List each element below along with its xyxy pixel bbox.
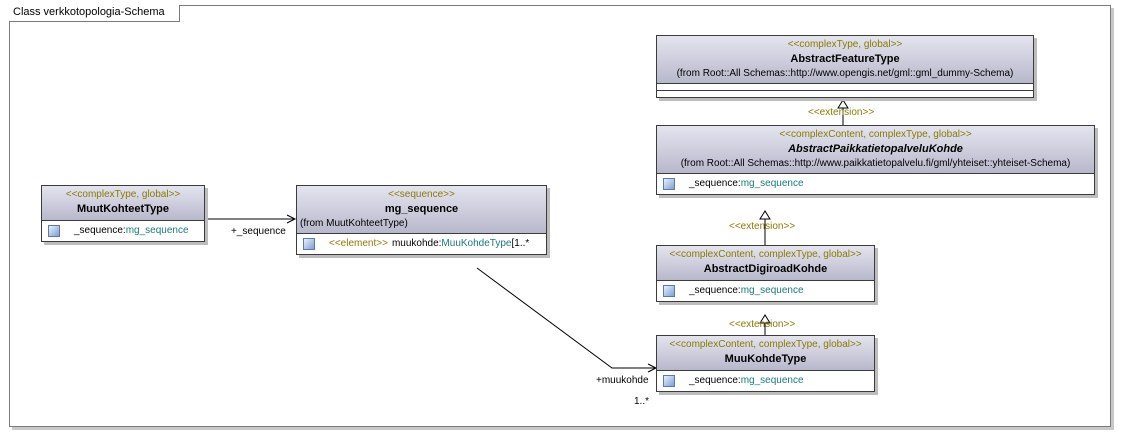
stereotype-label: <<complexContent, complexType, global>>	[669, 339, 862, 350]
attribute-compartment: _sequence:mg_sequence	[657, 371, 874, 391]
class-abstractfeaturetype[interactable]: <<complexType, global>> AbstractFeatureT…	[656, 35, 1034, 98]
stereotype-label: <<complexType, global>>	[65, 189, 181, 200]
attribute-icon	[663, 178, 675, 190]
attribute-icon	[303, 238, 315, 250]
class-header: <<complexContent, complexType, global>> …	[657, 246, 874, 281]
attribute-name: _sequence:	[689, 375, 741, 386]
element-type: MuuKohdeType	[441, 238, 512, 249]
empty-compartment	[657, 84, 1033, 91]
from-package-label: (from Root::All Schemas::http://www.open…	[676, 68, 1014, 79]
from-package-label: (from MuutKohteetType)	[300, 218, 408, 229]
class-abstractdigiroadkohde[interactable]: <<complexContent, complexType, global>> …	[656, 245, 875, 302]
attribute-type: mg_sequence	[740, 178, 804, 189]
class-header: <<complexType, global>> AbstractFeatureT…	[657, 36, 1033, 84]
class-header: <<sequence>> mg_sequence (from MuutKohte…	[297, 186, 546, 234]
stereotype-label: <<complexContent, complexType, global>>	[779, 129, 972, 140]
attribute-name: _sequence:	[689, 178, 741, 189]
element-multiplicity: [1..*	[511, 238, 530, 249]
class-header: <<complexContent, complexType, global>> …	[657, 336, 874, 371]
attribute-compartment: _sequence:mg_sequence	[657, 281, 874, 301]
extension-label-2: <<extension>>	[729, 221, 796, 232]
class-header: <<complexContent, complexType, global>> …	[657, 126, 1094, 174]
attribute-row[interactable]: _sequence:mg_sequence	[48, 224, 198, 238]
class-mg-sequence[interactable]: <<sequence>> mg_sequence (from MuutKohte…	[296, 185, 547, 255]
element-stereotype: <<element>>	[329, 238, 388, 249]
class-muukohdetype[interactable]: <<complexContent, complexType, global>> …	[656, 335, 875, 392]
sequence-arrowhead	[286, 214, 297, 224]
class-name: AbstractDigiroadKohde	[703, 263, 828, 275]
class-name: AbstractFeatureType	[790, 53, 900, 65]
empty-compartment	[657, 91, 1033, 97]
stereotype-label: <<complexType, global>>	[787, 39, 903, 50]
attribute-compartment: _sequence:mg_sequence	[42, 221, 204, 241]
stereotype-label: <<complexContent, complexType, global>>	[669, 249, 862, 260]
element-row[interactable]: <<element>>muukohde:MuuKohdeType[1..*	[303, 237, 540, 251]
attribute-type: mg_sequence	[740, 285, 804, 296]
stereotype-label: <<sequence>>	[388, 189, 455, 200]
attribute-compartment: _sequence:mg_sequence	[657, 174, 1094, 194]
extension-arrow-3	[759, 314, 771, 324]
class-abstractpaikkatietopalvelukohde[interactable]: <<complexContent, complexType, global>> …	[656, 125, 1095, 195]
attribute-row[interactable]: _sequence:mg_sequence	[663, 177, 1088, 191]
muukohde-multiplicity-label: 1..*	[634, 396, 650, 407]
class-header: <<complexType, global>> MuutKohteetType	[42, 186, 204, 221]
class-name: mg_sequence	[384, 203, 459, 215]
sequence-role-label: +_sequence	[231, 226, 286, 237]
element-compartment: <<element>>muukohde:MuuKohdeType[1..*	[297, 234, 546, 254]
attribute-name: _sequence:	[689, 285, 741, 296]
extension-arrow-1	[837, 99, 849, 109]
attribute-row[interactable]: _sequence:mg_sequence	[663, 374, 868, 388]
class-name: AbstractPaikkatietopalveluKohde	[788, 143, 963, 155]
muukohde-role-label: +muukohde	[596, 375, 649, 386]
extension-label-3: <<extension>>	[729, 319, 796, 330]
attribute-type: mg_sequence	[125, 225, 189, 236]
attribute-type: mg_sequence	[740, 375, 804, 386]
diagram-title: Class verkkotopologia-Schema	[9, 5, 180, 22]
muukohde-association	[476, 267, 656, 369]
attribute-name: _sequence:	[74, 225, 126, 236]
attribute-icon	[663, 375, 675, 387]
attribute-icon	[48, 225, 60, 237]
element-name: muukohde:	[391, 238, 442, 249]
class-name: MuutKohteetType	[76, 203, 170, 215]
class-name: MuuKohdeType	[724, 353, 807, 365]
attribute-row[interactable]: _sequence:mg_sequence	[663, 284, 868, 298]
extension-arrow-2	[759, 210, 771, 220]
from-package-label: (from Root::All Schemas::http://www.paik…	[680, 158, 1071, 169]
class-muutkohteettype[interactable]: <<complexType, global>> MuutKohteetType …	[41, 185, 205, 242]
extension-label-1: <<extension>>	[808, 107, 875, 118]
attribute-icon	[663, 285, 675, 297]
